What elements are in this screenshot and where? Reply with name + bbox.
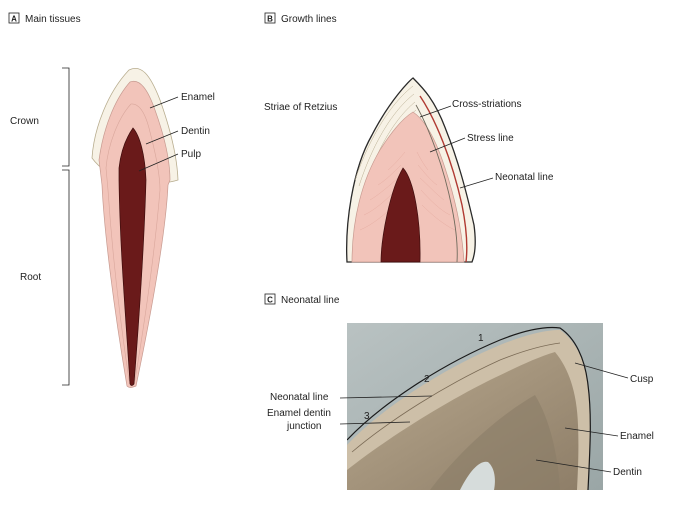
edj-label-line2: junction xyxy=(286,421,321,432)
zone-number-1: 1 xyxy=(478,333,484,344)
striae-label: Striae of Retzius xyxy=(264,102,337,113)
crown-label: Crown xyxy=(10,116,39,127)
root-bracket xyxy=(62,169,70,386)
crown-bracket xyxy=(62,67,70,167)
stress-line-shape xyxy=(415,104,458,263)
panel-a-badge: A xyxy=(11,15,17,24)
panel-b-badge-box xyxy=(264,12,276,24)
dentin-leader xyxy=(145,130,179,145)
panel-b-badge: B xyxy=(267,15,273,24)
panel-c-badge: C xyxy=(267,296,273,305)
neonatal-line-leader xyxy=(459,177,494,189)
enamel-label-c: Enamel xyxy=(620,431,654,442)
zone-number-3: 3 xyxy=(364,411,370,422)
edj-leader xyxy=(339,421,411,425)
cross-striations-label: Cross-striations xyxy=(452,99,521,110)
enamel-leader-c xyxy=(564,427,619,437)
stress-line-leader xyxy=(429,137,466,153)
dentin-growth-line xyxy=(105,103,161,382)
pulp-leader xyxy=(138,153,179,172)
root-label: Root xyxy=(20,272,41,283)
panel-b-title: Growth lines xyxy=(281,14,337,25)
zone-number-2: 2 xyxy=(424,374,430,385)
micrograph xyxy=(347,323,603,490)
panel-c-title: Neonatal line xyxy=(281,295,340,306)
neonatal-line-label-b: Neonatal line xyxy=(495,172,554,183)
neonatal-line-leader-c xyxy=(339,395,433,399)
stress-line-label: Stress line xyxy=(467,133,514,144)
panel-a-badge-box xyxy=(8,12,20,24)
cusp-label: Cusp xyxy=(630,374,654,385)
cusp-leader xyxy=(574,362,629,379)
enamel-label: Enamel xyxy=(181,92,215,103)
enamel-leader xyxy=(149,96,179,109)
pulp-shape xyxy=(118,127,147,386)
panel-c-badge-box xyxy=(264,293,276,305)
panel-a-title: Main tissues xyxy=(25,14,81,25)
panel-a: A Main tissues Crown Root Enamel Dentin … xyxy=(8,12,215,388)
neonatal-line-red xyxy=(419,95,468,263)
neonatal-line-label-c: Neonatal line xyxy=(270,392,329,403)
dentin-label: Dentin xyxy=(181,126,210,137)
panel-b: B Growth lines Striae of Retzius xyxy=(264,12,554,263)
dentin-leader-c xyxy=(535,459,612,473)
dentin-label-c: Dentin xyxy=(613,467,642,478)
crown-pulp-shape xyxy=(380,167,421,263)
edj-label-line1: Enamel dentin xyxy=(267,408,331,419)
panel-c: C Neonatal line 1 2 3 Neonatal line Enam… xyxy=(264,293,654,490)
cross-striations-leader xyxy=(419,105,452,118)
pulp-label: Pulp xyxy=(181,149,201,160)
